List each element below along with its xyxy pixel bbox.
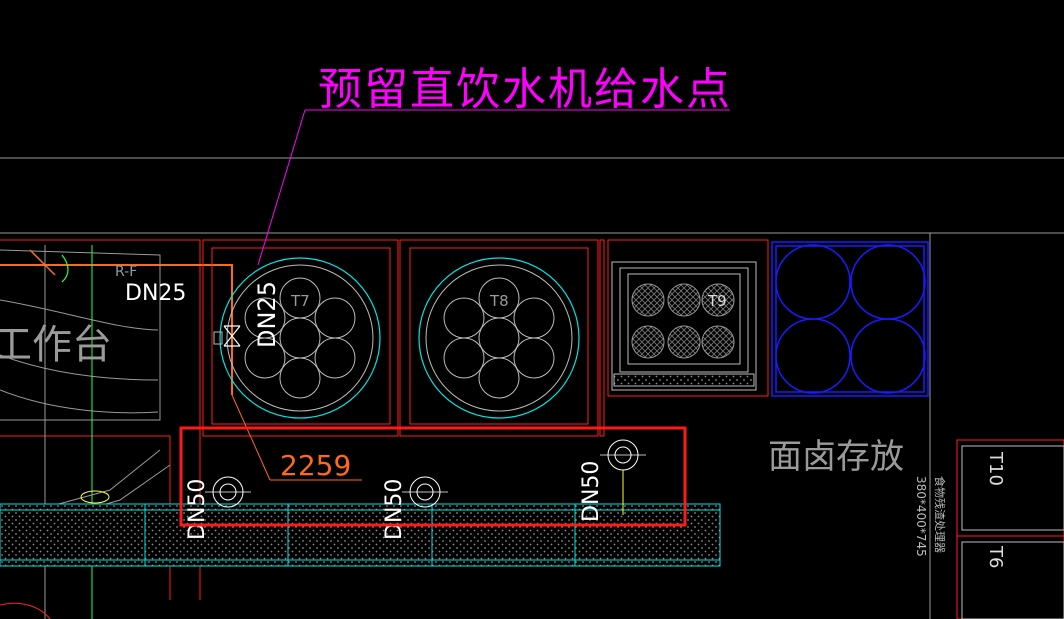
sink-unit-t7 bbox=[202, 239, 399, 437]
workbench-label: 工作台 bbox=[0, 322, 112, 368]
sink-unit-t8 bbox=[399, 239, 599, 437]
counter-strip bbox=[0, 503, 721, 567]
tag-t10: T10 bbox=[985, 451, 1006, 486]
callout-text: 预留直饮水机给水点 bbox=[318, 64, 732, 115]
dn50-label-a: DN50 bbox=[185, 479, 210, 540]
drain-point-dn50-c bbox=[600, 439, 646, 515]
tag-t6: T6 bbox=[985, 545, 1006, 568]
callout-leader bbox=[257, 109, 730, 266]
tag-t7: T7 bbox=[290, 292, 310, 310]
noodle-storage-label: 面卤存放 bbox=[768, 437, 904, 477]
tag-t9: T9 bbox=[707, 292, 727, 310]
drain-point-dn50-a bbox=[205, 476, 251, 508]
equipment-name-label: 食物残渣处理器 bbox=[933, 476, 947, 553]
dn50-label-b: DN50 bbox=[382, 479, 407, 540]
equipment-t9 bbox=[599, 239, 769, 437]
workbench-area bbox=[0, 239, 233, 619]
tag-t8: T8 bbox=[489, 292, 509, 310]
dn25-label-vertical: DN25 bbox=[253, 281, 281, 348]
dimension-2259: 2259 bbox=[280, 449, 351, 482]
wall-lines bbox=[0, 157, 1064, 619]
dimension-leader bbox=[231, 394, 362, 481]
right-units bbox=[956, 439, 1064, 619]
drain-point-dn50-b bbox=[402, 476, 448, 508]
partial-code-label: R-F bbox=[115, 264, 137, 280]
highlight-box[interactable] bbox=[179, 426, 687, 527]
storage-cabinet-blue bbox=[771, 241, 929, 397]
dn50-label-c: DN50 bbox=[579, 461, 604, 522]
dn25-label-left: DN25 bbox=[125, 281, 186, 306]
equipment-size-label: 380*400*745 bbox=[914, 476, 928, 557]
